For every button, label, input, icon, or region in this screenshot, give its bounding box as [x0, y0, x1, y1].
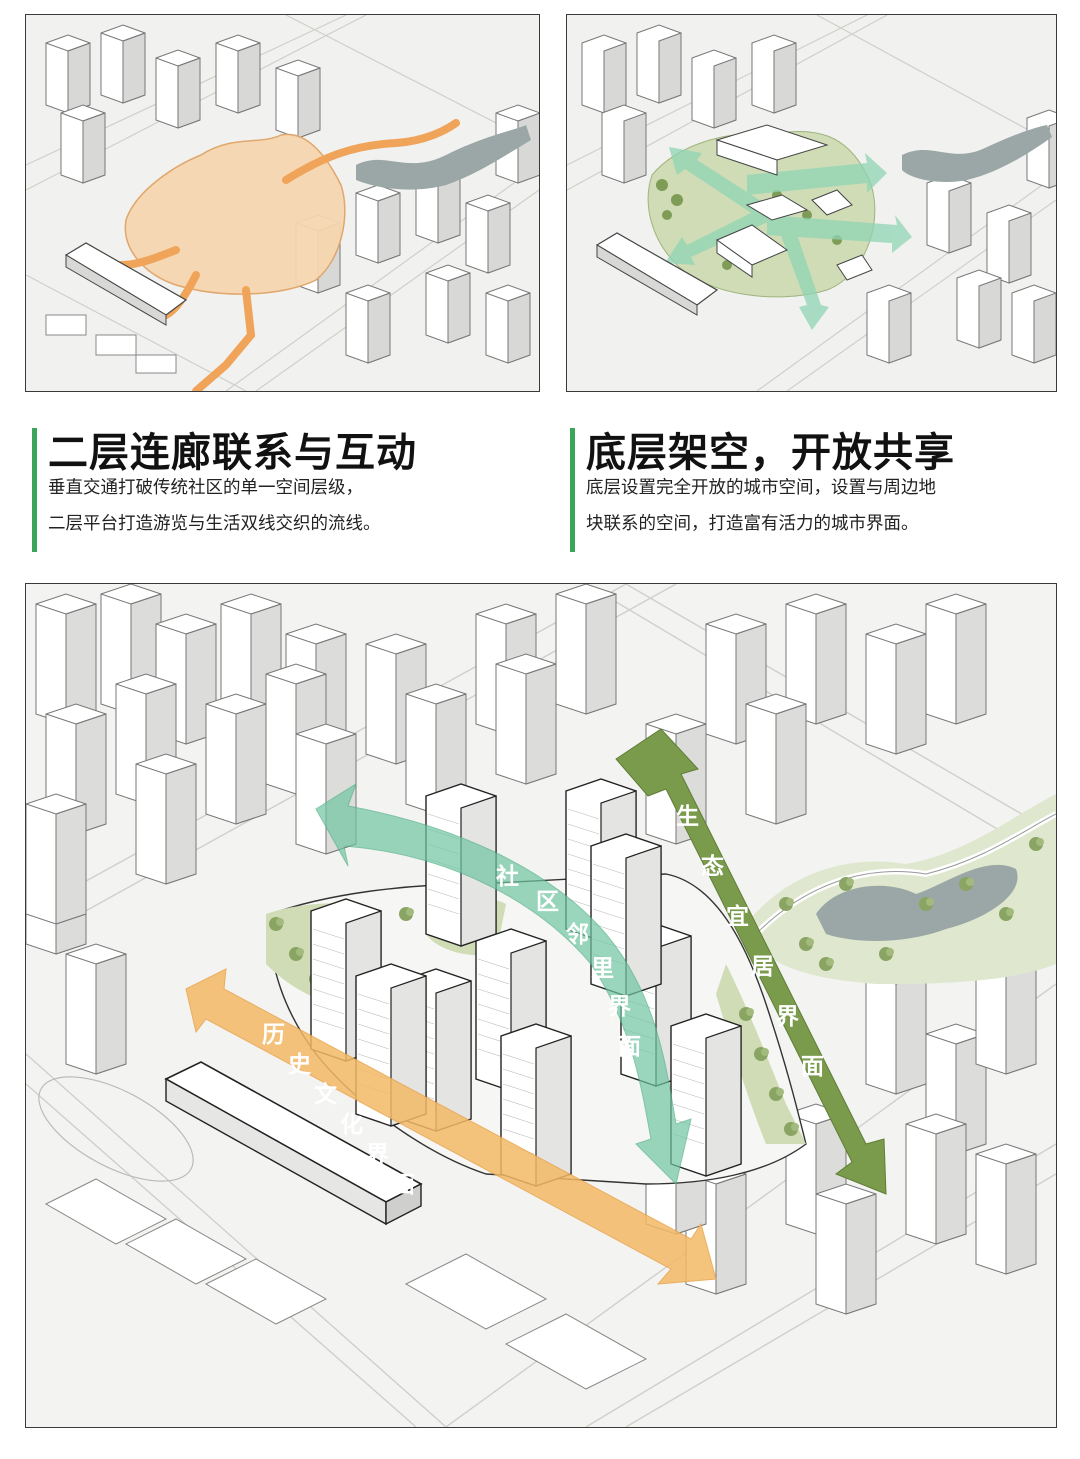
history-label: 历 史 文 化 界 面 [262, 1022, 415, 1198]
community-neighborhood-arrow [315, 782, 692, 1185]
community-label-char: 邻 [566, 922, 589, 948]
caption-title: 底层架空，开放共享 [586, 429, 955, 476]
caption-line: 垂直交通打破传统社区的单一空间层级， [48, 478, 363, 498]
caption-line: 块联系的空间，打造富有活力的城市界面。 [586, 514, 919, 534]
ecology-label-char: 生 [676, 804, 699, 830]
interface-axonometric-diagram: 历 史 文 化 界 面 社 区 邻 里 界 面 生 态 宜 居 界 面 [25, 583, 1057, 1428]
ecology-label-char: 宜 [726, 903, 749, 930]
history-label-char: 界 [366, 1142, 389, 1168]
second-floor-corridor-diagram [25, 14, 540, 392]
community-label-char: 区 [536, 889, 559, 915]
history-culture-arrow [185, 968, 717, 1285]
community-label-char: 里 [591, 956, 614, 982]
community-label-char: 面 [618, 1034, 641, 1060]
history-label-char: 史 [288, 1052, 312, 1078]
community-label-char: 界 [608, 994, 631, 1020]
community-label: 社 区 邻 里 界 面 [496, 863, 641, 1060]
ground-floor-open-space-diagram [566, 14, 1057, 392]
caption-ground-floor: 底层架空，开放共享 底层设置完全开放的城市空间，设置与周边地 块联系的空间，打造… [570, 420, 1070, 560]
caption-line: 底层设置完全开放的城市空间，设置与周边地 [586, 478, 936, 498]
history-label-char: 文 [314, 1081, 338, 1108]
history-label-char: 化 [340, 1111, 363, 1138]
ecology-label-char: 界 [776, 1004, 799, 1030]
caption-line: 二层平台打造游览与生活双线交织的流线。 [48, 514, 381, 534]
community-label-char: 社 [496, 863, 519, 890]
history-label-char: 历 [262, 1022, 285, 1048]
ecology-label-char: 态 [701, 853, 724, 880]
caption-second-floor: 二层连廊联系与互动 垂直交通打破传统社区的单一空间层级， 二层平台打造游览与生活… [32, 420, 532, 560]
caption-title: 二层连廊联系与互动 [48, 429, 417, 476]
ecology-label-char: 居 [751, 954, 774, 980]
accent-bar [32, 428, 37, 552]
accent-bar [570, 428, 575, 552]
ecology-label-char: 面 [801, 1054, 824, 1080]
ecology-livable-arrow [615, 728, 887, 1195]
history-label-char: 面 [392, 1172, 415, 1198]
ecology-label: 生 态 宜 居 界 面 [676, 804, 824, 1080]
